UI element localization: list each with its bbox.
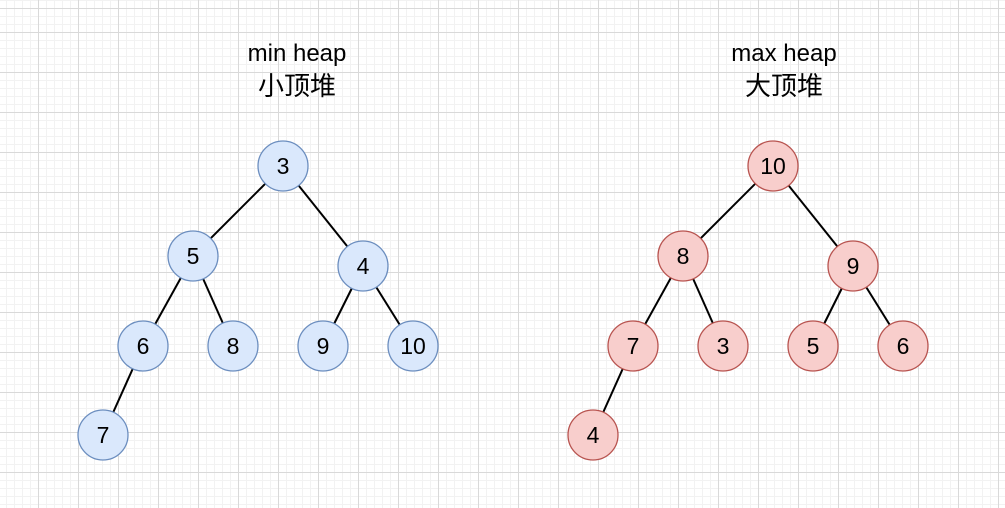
max-heap-node-label-9: 9 (847, 253, 860, 279)
min-heap-title-en: min heap (247, 40, 347, 67)
min-heap-node-7[interactable] (77, 409, 129, 461)
min-heap-node-label-4: 4 (357, 253, 370, 279)
min-heap-node-label-10: 10 (400, 333, 426, 359)
max-heap-node-label-3: 3 (717, 333, 730, 359)
max-heap-node-5[interactable] (787, 320, 839, 372)
min-heap-node-10[interactable] (387, 320, 439, 372)
max-heap-title: max heap 大顶堆 (731, 37, 836, 103)
min-heap-node-label-8: 8 (227, 333, 240, 359)
max-heap-node-label-8: 8 (677, 243, 690, 269)
min-heap-node-label-6: 6 (137, 333, 150, 359)
max-heap-node-label-4: 4 (587, 422, 600, 448)
max-heap-title-zh: 大顶堆 (744, 71, 823, 101)
max-heap-node-3[interactable] (697, 320, 749, 372)
min-heap-node-5[interactable] (167, 230, 219, 282)
max-heap-node-10[interactable] (747, 140, 799, 192)
max-heap-node-4[interactable] (567, 409, 619, 461)
max-heap-node-label-5: 5 (807, 333, 820, 359)
min-heap-node-9[interactable] (297, 320, 349, 372)
max-heap-node-9[interactable] (827, 240, 879, 292)
max-heap-node-label-7: 7 (627, 333, 640, 359)
max-heap-node-7[interactable] (607, 320, 659, 372)
min-heap-node-6[interactable] (117, 320, 169, 372)
max-heap-node-6[interactable] (877, 320, 929, 372)
max-heap-group: 10 8 9 7 3 5 6 4 (567, 140, 929, 461)
min-heap-title: min heap 小顶堆 (248, 37, 347, 103)
max-heap-title-en: max heap (731, 40, 837, 67)
min-heap-node-8[interactable] (207, 320, 259, 372)
min-heap-node-label-7: 7 (97, 422, 110, 448)
canvas-top-edge-line (0, 8, 1005, 9)
max-heap-node-label-6: 6 (897, 333, 910, 359)
max-heap-node-8[interactable] (657, 230, 709, 282)
min-heap-node-3[interactable] (257, 140, 309, 192)
min-heap-group: 3 5 4 6 8 9 10 7 (77, 140, 439, 461)
min-heap-node-label-3: 3 (277, 153, 290, 179)
min-heap-title-zh: 小顶堆 (257, 71, 337, 101)
min-heap-node-label-5: 5 (187, 243, 200, 269)
min-heap-node-4[interactable] (337, 240, 389, 292)
min-heap-node-label-9: 9 (317, 333, 330, 359)
max-heap-node-label-10: 10 (760, 153, 786, 179)
